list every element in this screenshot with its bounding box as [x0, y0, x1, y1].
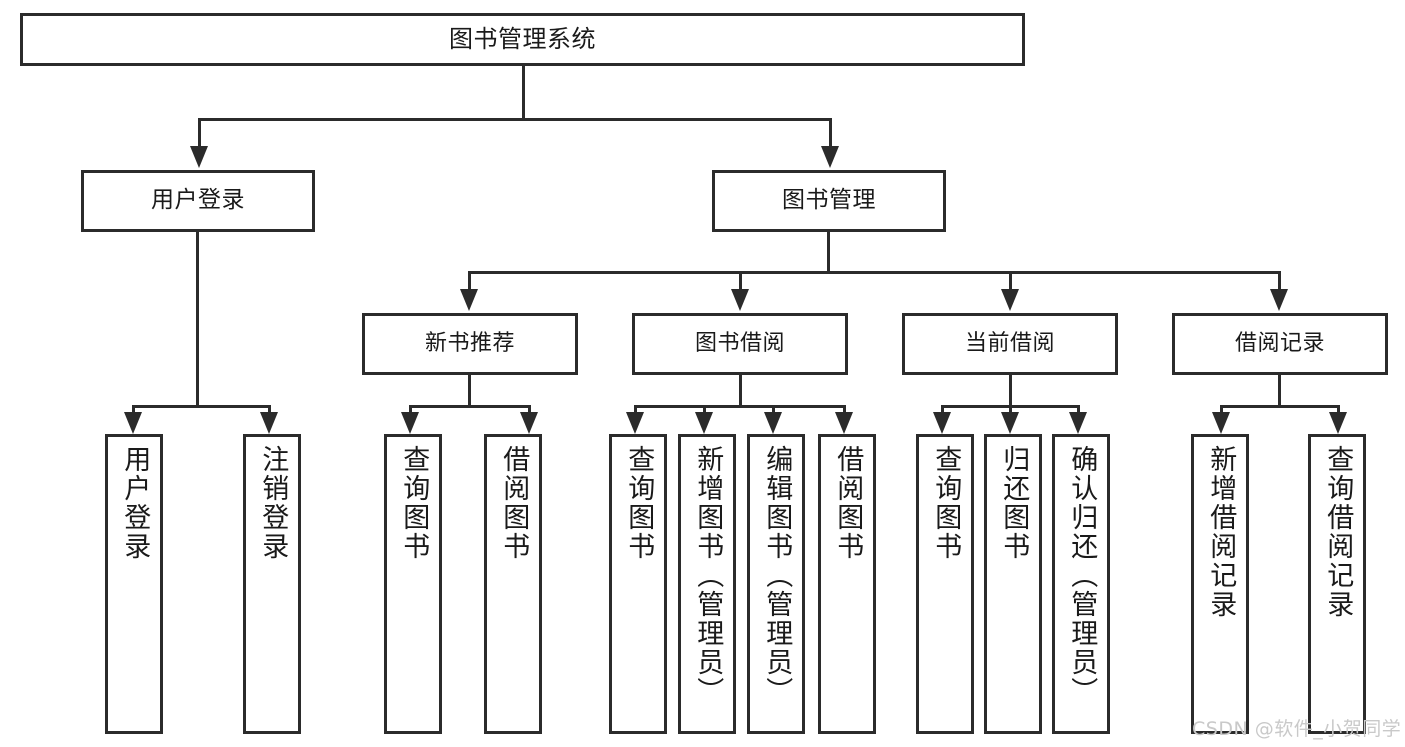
connector-bb-drop-2 — [703, 405, 706, 413]
connector-br-drop-2 — [1337, 405, 1340, 413]
connector-root-drop-left — [198, 118, 201, 146]
connector-nbr-bus — [409, 405, 531, 408]
node-label: 借阅记录 — [1234, 330, 1325, 356]
connector-cb-drop-1 — [941, 405, 944, 413]
connector-bb-bus — [634, 405, 846, 408]
node-label: 归还图书 — [998, 445, 1030, 561]
arrowhead-leaf-9 — [933, 412, 951, 434]
node-book-borrow[interactable]: 图书借阅 — [632, 313, 848, 375]
connector-cb-stem — [1009, 375, 1012, 405]
node-label: 图书管理 — [782, 187, 876, 214]
connector-bb-stem — [739, 375, 742, 405]
leaf-confirm-return-admin[interactable]: 确认归还（管理员） — [1052, 434, 1110, 734]
leaf-query-book-borrow[interactable]: 查询图书 — [609, 434, 667, 734]
node-label: 确认归还（管理员） — [1066, 445, 1098, 706]
connector-root-stem — [522, 66, 525, 118]
connector-root-drop-right — [829, 118, 832, 146]
connector-br-drop-1 — [1220, 405, 1223, 413]
connector-bm-drop-3 — [1009, 271, 1012, 289]
leaf-add-book-admin[interactable]: 新增图书（管理员） — [678, 434, 736, 734]
node-book-management[interactable]: 图书管理 — [712, 170, 946, 232]
arrowhead-leaf-6 — [695, 412, 713, 434]
node-label: 查询图书 — [398, 445, 430, 561]
arrowhead-to-current-borrow — [1001, 289, 1019, 311]
node-label: 查询图书 — [623, 445, 655, 561]
leaf-borrow-book[interactable]: 借阅图书 — [818, 434, 876, 734]
leaf-return-book[interactable]: 归还图书 — [984, 434, 1042, 734]
connector-bb-drop-1 — [634, 405, 637, 413]
connector-bb-drop-4 — [843, 405, 846, 413]
arrowhead-to-new-book-recommend — [460, 289, 478, 311]
arrowhead-leaf-1 — [124, 412, 142, 434]
connector-book-management-bus — [468, 271, 1281, 274]
leaf-add-borrow-record[interactable]: 新增借阅记录 — [1191, 434, 1249, 734]
arrowhead-leaf-3 — [401, 412, 419, 434]
arrowhead-leaf-11 — [1069, 412, 1087, 434]
leaf-user-login[interactable]: 用户登录 — [105, 434, 163, 734]
node-label: 借阅图书 — [498, 445, 530, 561]
arrowhead-to-book-borrow — [731, 289, 749, 311]
arrowhead-leaf-5 — [626, 412, 644, 434]
connector-br-stem — [1278, 375, 1281, 405]
node-root-system[interactable]: 图书管理系统 — [20, 13, 1025, 66]
connector-br-bus — [1220, 405, 1340, 408]
leaf-query-borrow-record[interactable]: 查询借阅记录 — [1308, 434, 1366, 734]
arrowhead-leaf-8 — [835, 412, 853, 434]
connector-bm-drop-4 — [1278, 271, 1281, 289]
node-current-borrow[interactable]: 当前借阅 — [902, 313, 1118, 375]
connector-user-login-bus — [132, 405, 270, 408]
node-label: 新增借阅记录 — [1205, 445, 1237, 619]
leaf-query-book-current[interactable]: 查询图书 — [916, 434, 974, 734]
node-label: 借阅图书 — [832, 445, 864, 561]
node-borrow-record[interactable]: 借阅记录 — [1172, 313, 1388, 375]
node-label: 注销登录 — [257, 445, 289, 561]
connector-nbr-drop-2 — [528, 405, 531, 413]
connector-user-login-stem — [196, 232, 199, 405]
connector-book-management-stem — [827, 232, 830, 271]
arrowhead-leaf-2 — [260, 412, 278, 434]
connector-user-login-drop-1 — [132, 405, 135, 413]
node-label: 新书推荐 — [424, 330, 515, 356]
node-label: 新增图书（管理员） — [692, 445, 724, 706]
node-label: 图书管理系统 — [449, 25, 596, 54]
connector-root-bus — [198, 118, 831, 121]
arrowhead-to-borrow-record — [1270, 289, 1288, 311]
leaf-query-book-recommend[interactable]: 查询图书 — [384, 434, 442, 734]
arrowhead-leaf-7 — [764, 412, 782, 434]
node-user-login[interactable]: 用户登录 — [81, 170, 315, 232]
leaf-edit-book-admin[interactable]: 编辑图书（管理员） — [747, 434, 805, 734]
watermark-csdn: CSDN @软件_小贺同学 — [1192, 718, 1402, 740]
leaf-logout[interactable]: 注销登录 — [243, 434, 301, 734]
connector-nbr-stem — [468, 375, 471, 405]
connector-user-login-drop-2 — [268, 405, 271, 413]
arrowhead-leaf-13 — [1329, 412, 1347, 434]
connector-cb-drop-3 — [1077, 405, 1080, 413]
connector-nbr-drop-1 — [409, 405, 412, 413]
arrowhead-leaf-4 — [520, 412, 538, 434]
node-label: 用户登录 — [151, 187, 245, 214]
node-label: 图书借阅 — [694, 330, 785, 356]
leaf-borrow-book-recommend[interactable]: 借阅图书 — [484, 434, 542, 734]
arrowhead-to-book-management — [821, 146, 839, 168]
connector-cb-drop-2 — [1009, 405, 1012, 413]
node-label: 查询借阅记录 — [1322, 445, 1354, 619]
node-label: 查询图书 — [930, 445, 962, 561]
node-new-book-recommend[interactable]: 新书推荐 — [362, 313, 578, 375]
connector-bm-drop-2 — [739, 271, 742, 289]
arrowhead-leaf-10 — [1001, 412, 1019, 434]
arrowhead-to-user-login — [190, 146, 208, 168]
arrowhead-leaf-12 — [1212, 412, 1230, 434]
node-label: 当前借阅 — [964, 330, 1055, 356]
connector-bm-drop-1 — [468, 271, 471, 289]
node-label: 用户登录 — [119, 445, 151, 561]
node-label: 编辑图书（管理员） — [761, 445, 793, 706]
connector-bb-drop-3 — [772, 405, 775, 413]
